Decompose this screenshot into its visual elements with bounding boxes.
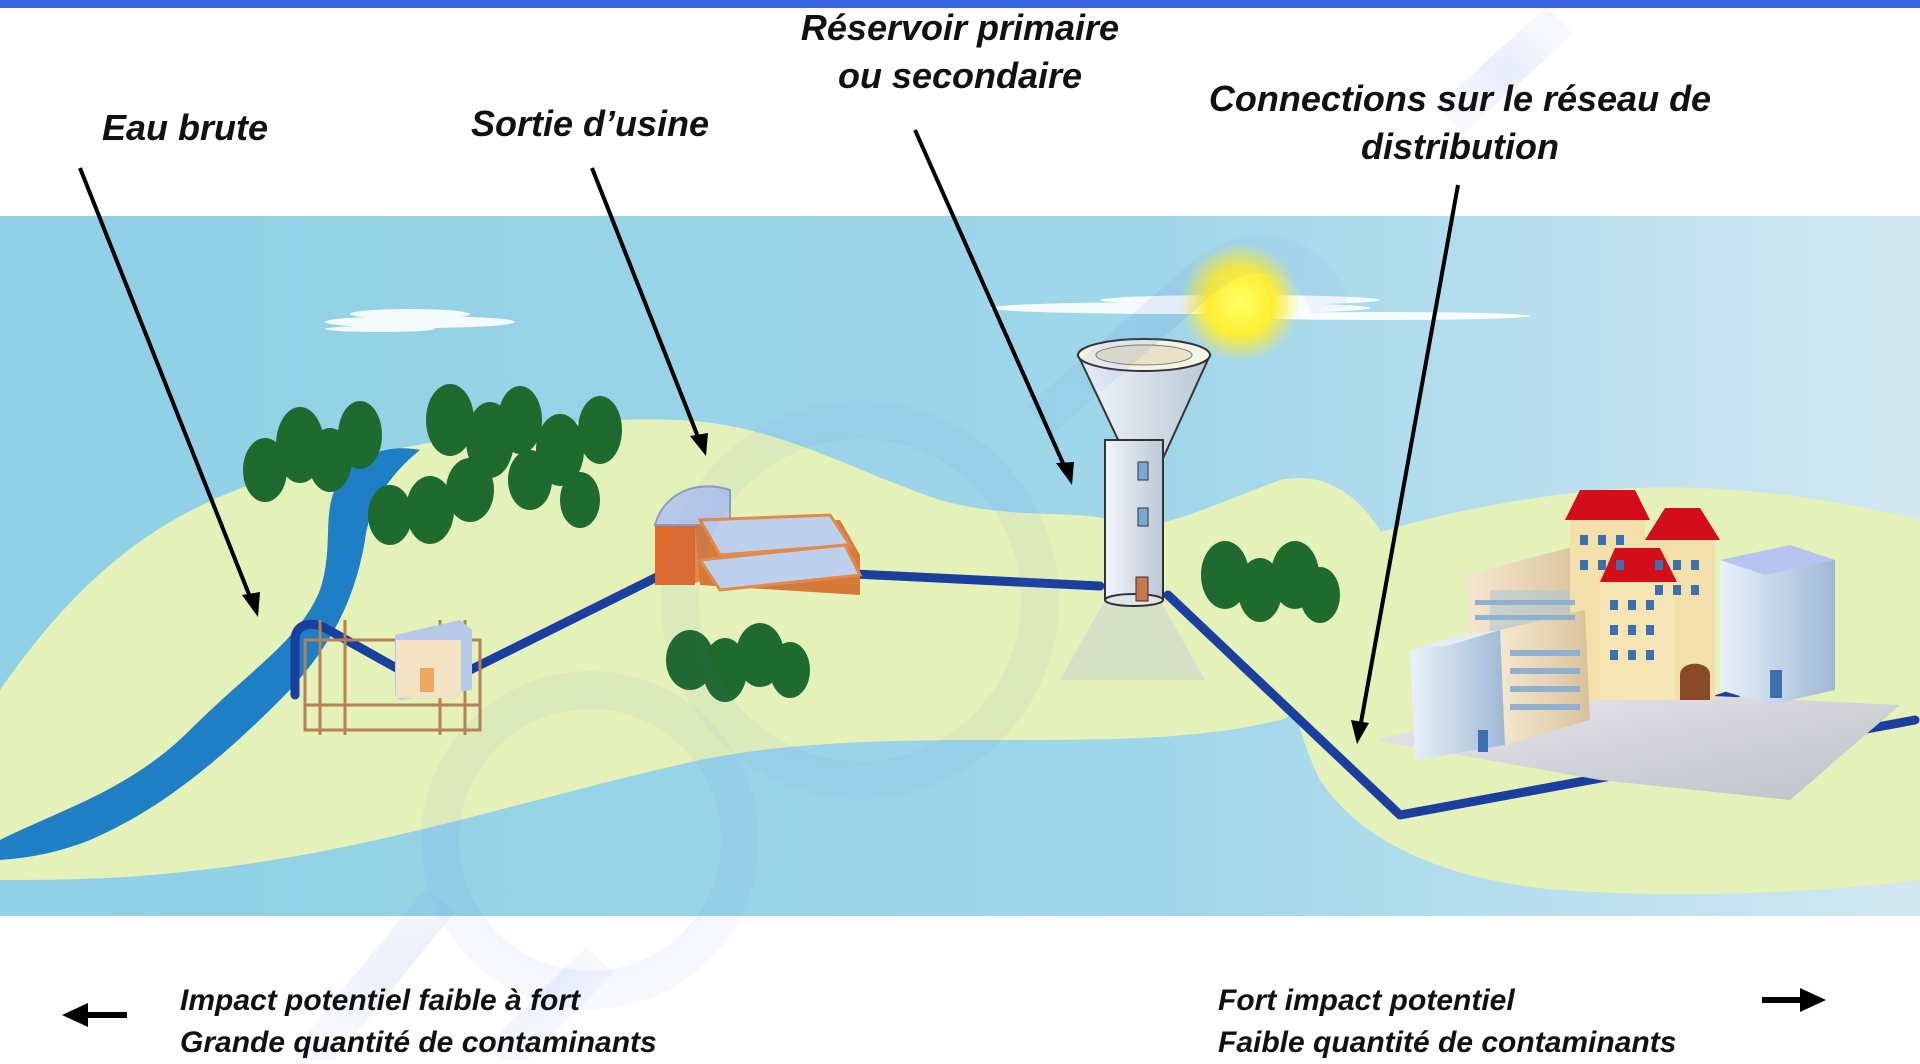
trees-forest-left — [243, 384, 622, 545]
label-connections-line1: Connections sur le réseau de — [1208, 78, 1712, 119]
footer-right-line2: Faible quantité de contaminants — [1218, 1026, 1677, 1059]
label-plant-outlet: Sortie d’usine — [470, 103, 710, 144]
watermark — [295, 5, 1573, 1060]
pointer-arrowheads — [242, 433, 1369, 744]
label-raw-water: Eau brute — [101, 107, 269, 148]
pointer-arrows — [78, 129, 1460, 729]
label-reservoir-line1: Réservoir primaire — [800, 7, 1120, 48]
label-reservoir-line2: ou secondaire — [837, 55, 1083, 96]
label-connections-line2: distribution — [1361, 126, 1559, 167]
river — [0, 448, 420, 860]
footer-left-text: Impact potentiel faible à fort Grande qu… — [180, 980, 800, 1064]
pumping-station-icon — [303, 620, 482, 735]
label-reservoir: Réservoir primaire ou secondaire — [760, 4, 1160, 100]
city-buildings-icon — [1375, 490, 1900, 800]
footer-right-text: Fort impact potentiel Faible quantité de… — [1218, 980, 1778, 1064]
footer-left-line1: Impact potentiel faible à fort — [180, 984, 581, 1017]
top-accent-bar — [0, 0, 1920, 8]
arrow-left-icon — [62, 1003, 127, 1027]
treatment-plant-icon — [653, 485, 863, 595]
arrow-right-icon — [1762, 988, 1826, 1012]
footer-right-line1: Fort impact potentiel — [1218, 984, 1515, 1017]
label-connections: Connections sur le réseau de distributio… — [1150, 75, 1770, 171]
trees-right — [1201, 541, 1340, 623]
footer-left-line2: Grande quantité de contaminants — [180, 1026, 657, 1059]
cloud-left — [325, 309, 515, 332]
